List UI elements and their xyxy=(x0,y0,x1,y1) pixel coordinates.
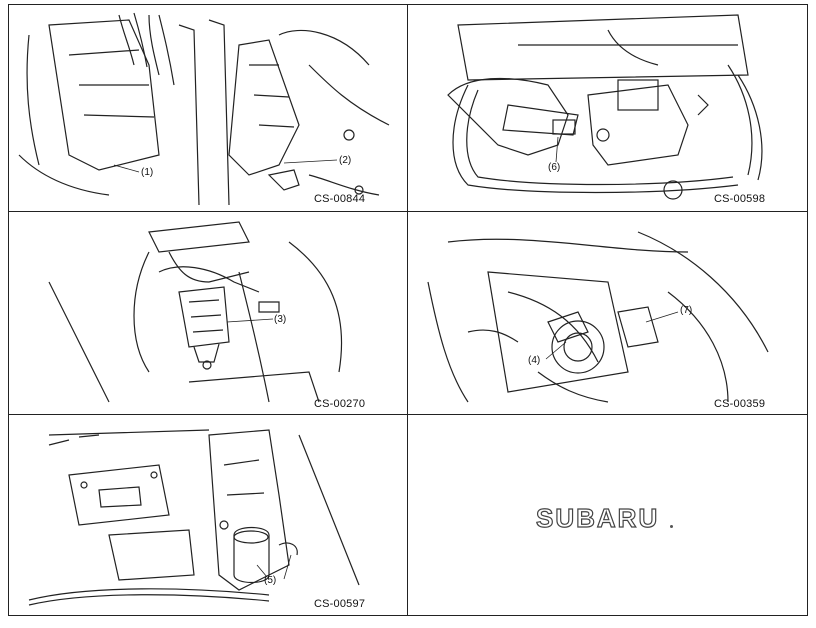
panel-1-illustration xyxy=(18,12,390,206)
panel-grid: (1) (2) CS-00844 xyxy=(8,4,808,616)
callout-3: (3) xyxy=(274,314,287,325)
callout-leader-lines xyxy=(113,159,338,173)
panel-cs-00844: (1) (2) CS-00844 xyxy=(9,5,408,212)
figure-code: CS-00270 xyxy=(314,398,366,410)
panel-2-illustration xyxy=(447,14,763,200)
figure-code: CS-00597 xyxy=(314,598,366,610)
callout-leader-lines xyxy=(256,554,292,580)
callout-1: (1) xyxy=(141,167,154,178)
panel-cs-00597: (5) CS-00597 xyxy=(9,415,408,615)
callout-6: (6) xyxy=(548,162,561,173)
callout-2: (2) xyxy=(339,155,352,166)
figure-code: CS-00844 xyxy=(314,193,366,205)
callout-7: (7) xyxy=(680,305,693,316)
panel-5-illustration xyxy=(28,429,360,606)
panel-cs-00598: (6) CS-00598 xyxy=(408,5,807,212)
panel-logo: SUBARU xyxy=(408,415,807,615)
panel-cs-00270: (3) CS-00270 xyxy=(9,212,408,415)
panel-4-illustration xyxy=(427,231,769,403)
callout-5: (5) xyxy=(264,575,277,586)
figure-code: CS-00359 xyxy=(714,398,766,410)
figure-code: CS-00598 xyxy=(714,193,766,205)
callout-leader-lines xyxy=(545,311,679,360)
callout-leader-lines xyxy=(226,318,274,323)
callout-leader-lines xyxy=(555,136,559,163)
subaru-logo: SUBARU xyxy=(535,502,660,533)
logo-trademark-dot xyxy=(670,525,673,528)
callout-4: (4) xyxy=(528,355,541,366)
panel-cs-00359: (7) (4) CS-00359 xyxy=(408,212,807,415)
panel-3-illustration xyxy=(48,221,343,403)
